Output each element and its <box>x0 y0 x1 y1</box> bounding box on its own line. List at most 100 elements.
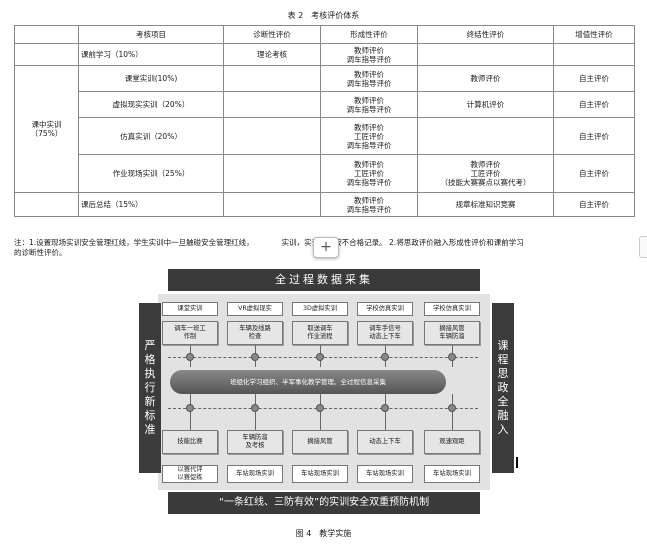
summative-line: 工匠评价 <box>470 169 501 178</box>
stage-box: 课堂实训 <box>162 302 218 316</box>
stage-box-text: 学校仿真实训 <box>366 305 404 312</box>
formative-line: 教师评价 <box>354 69 384 79</box>
header-item: 考核项目 <box>78 25 224 44</box>
task-box-line: 车辆防溜 <box>439 333 465 340</box>
left-sidebar-text: 严格执行新标准 <box>144 339 156 436</box>
stage-box-text: 3D虚拟实训 <box>302 305 338 312</box>
task-box-line: 作制 <box>183 333 197 340</box>
formative-cell: 教师评价调车指导评价 <box>320 91 418 118</box>
site-box-line: 车站现场实训 <box>433 470 471 477</box>
header-value-added: 增值性评价 <box>553 25 635 44</box>
site-box: 车站现场实训 <box>424 465 480 483</box>
figure-right-sidebar: 课程思政全融入 <box>492 303 514 473</box>
practice-box-line: 摘接风管 <box>307 438 333 445</box>
site-box-line: 车站现场实训 <box>366 470 404 477</box>
table-note: 注：1.设置现场实训安全管理红线，学生实训中一旦触碰安全管理红线，实训，实训成绩… <box>14 238 646 258</box>
task-box: 摘接风管车辆防溜 <box>424 321 480 345</box>
site-box-line: 以赛促练 <box>177 474 203 481</box>
formative-line: 工匠评价 <box>354 169 384 178</box>
task-box-line: 车辆及线路 <box>239 325 271 332</box>
group-label-line: 课中实训 <box>31 120 62 129</box>
summative-cell: 规章标准知识竞赛 <box>417 192 554 217</box>
note-line1b: 实训，实训成绩按不合格记录。 2.将思政评价融入形成性评价和课前学习 <box>281 238 524 247</box>
practice-box-line: 及考核 <box>245 442 265 449</box>
formative-cell: 教师评价工匠评价调车指导评价 <box>320 154 418 193</box>
practice-box-line: 观速观距 <box>439 438 465 445</box>
diagnostic-cell <box>223 117 321 155</box>
formative-line: 调车指导评价 <box>346 104 392 114</box>
connector-dot <box>186 353 194 361</box>
formative-line: 教师评价 <box>354 45 384 55</box>
stage-box-text: 课堂实训 <box>177 305 203 312</box>
add-button[interactable]: + <box>313 237 339 258</box>
task-box-line: 取送调车 <box>307 325 333 332</box>
stage-box: 学校仿真实训 <box>357 302 413 316</box>
header-corner <box>14 25 79 44</box>
site-box: 车站现场实训 <box>292 465 348 483</box>
stage-box-text: 学校仿真实训 <box>433 305 471 312</box>
connector-line <box>255 394 256 430</box>
text-cursor <box>516 457 518 468</box>
formative-cell: 教师评价调车指导评价 <box>320 65 418 92</box>
task-box-line: 摘接风管 <box>439 325 465 332</box>
connector-line <box>320 394 321 430</box>
practice-box-line: 动态上下车 <box>369 438 401 445</box>
summative-cell: 教师评价工匠评价（技能大赛赛点以赛代考） <box>417 154 554 193</box>
formative-line: 教师评价 <box>354 160 384 169</box>
summative-line: 教师评价 <box>470 160 501 169</box>
site-box: 车站现场实训 <box>227 465 283 483</box>
task-box: 取送调车作业流程 <box>292 321 348 345</box>
diagnostic-cell <box>223 154 321 193</box>
task-box-line: 调车一班工 <box>174 325 206 332</box>
value-added-cell: 自主评价 <box>553 154 635 193</box>
formative-cell: 教师评价调车指导评价 <box>320 192 418 217</box>
item-cell: 课堂实训(10%) <box>78 65 224 92</box>
diagnostic-cell <box>223 65 321 92</box>
table-row: 课中实训（75%）课堂实训(10%)教师评价调车指导评价教师评价自主评价 <box>14 65 635 193</box>
task-box-line: 检查 <box>248 333 262 340</box>
formative-line: 教师评价 <box>354 95 384 105</box>
formative-cell: 教师评价调车指导评价 <box>320 43 418 66</box>
item-cell: 作业现场实训（25%） <box>78 154 224 193</box>
site-box-line: 以赛代评 <box>177 466 203 473</box>
value-added-cell: 自主评价 <box>553 117 635 155</box>
connector-dot <box>186 404 194 412</box>
task-box: 调车一班工作制 <box>162 321 218 345</box>
header-summative: 终结性评价 <box>417 25 554 44</box>
teaching-figure: 全过程数据采集 严格执行新标准 课程思政全融入 班组化学习组织、半军事化教学管理… <box>134 267 516 519</box>
figure-bottom-banner: “一条红线、三防有效”的实训安全双重预防机制 <box>168 492 480 514</box>
table-row: 仿真实训（20%）教师评价工匠评价调车指导评价自主评价 <box>15 117 635 155</box>
practice-box: 动态上下车 <box>357 430 413 454</box>
practice-box: 技能比赛 <box>162 430 218 454</box>
task-box: 调车手信号动态上下车 <box>357 321 413 345</box>
summative-line: 计算机评价 <box>466 100 505 109</box>
connector-dot <box>316 353 324 361</box>
summative-cell: 计算机评价 <box>417 91 554 118</box>
table-caption: 表 2 考核评价体系 <box>287 11 360 20</box>
side-scroll-handle[interactable] <box>639 236 647 258</box>
item-cell: 课前学习（10%） <box>78 43 224 66</box>
formative-cell: 教师评价工匠评价调车指导评价 <box>320 117 418 155</box>
task-box-line: 动态上下车 <box>369 333 401 340</box>
formative-line: 调车指导评价 <box>346 204 392 214</box>
connector-dot <box>251 404 259 412</box>
connector-dot <box>251 353 259 361</box>
practice-box: 观速观距 <box>424 430 480 454</box>
right-sidebar-text: 课程思政全融入 <box>497 339 509 436</box>
table-row: 作业现场实训（25%）教师评价工匠评价调车指导评价教师评价工匠评价（技能大赛赛点… <box>15 154 635 193</box>
header-diagnostic: 诊断性评价 <box>223 25 321 44</box>
stage-box: 3D虚拟实训 <box>292 302 348 316</box>
practice-box: 摘接风管 <box>292 430 348 454</box>
site-box: 以赛代评以赛促练 <box>162 465 218 483</box>
formative-line: 调车指导评价 <box>346 178 392 187</box>
group-cell-empty <box>14 192 79 217</box>
table-row: 虚拟现实实训（20%）教师评价调车指导评价计算机评价自主评价 <box>15 91 635 118</box>
figure-left-sidebar: 严格执行新标准 <box>139 303 161 473</box>
connector-dot <box>448 353 456 361</box>
summative-cell: 教师评价 <box>417 65 554 92</box>
formative-line: 工匠评价 <box>354 131 384 141</box>
value-added-cell <box>553 43 635 66</box>
table-header-row: 考核项目 诊断性评价 形成性评价 终结性评价 增值性评价 <box>14 25 635 44</box>
formative-line: 教师评价 <box>354 122 384 132</box>
formative-line: 教师评价 <box>354 195 384 205</box>
